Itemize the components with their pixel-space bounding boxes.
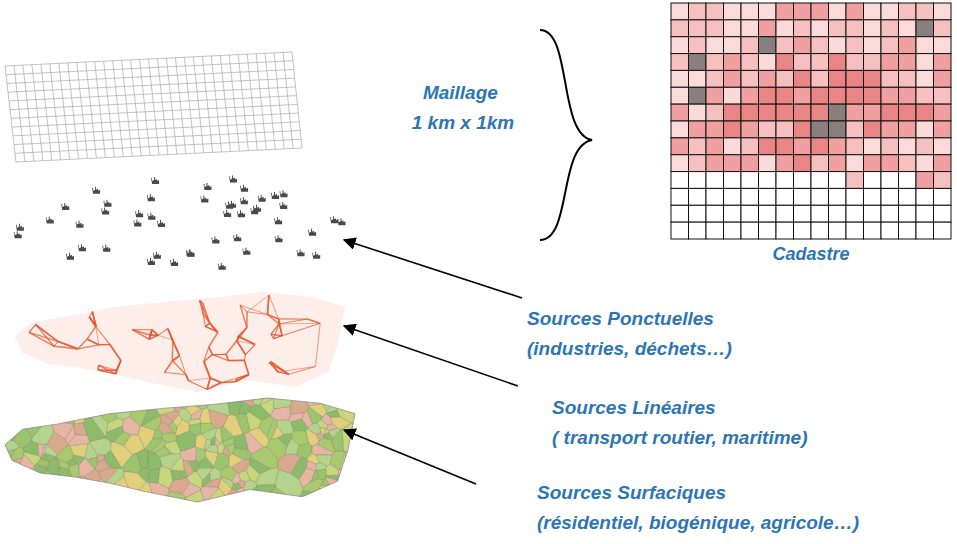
linear-sources-layer — [15, 292, 345, 392]
point-sources-layer — [14, 175, 346, 269]
surface-sources-layer — [5, 398, 355, 502]
leader-arrow — [344, 430, 476, 484]
cadastre-grid — [670, 2, 952, 240]
mesh-label: Maillage 1 km x 1km — [412, 78, 514, 138]
grid-map: Cadastre — [670, 2, 952, 265]
source-label: Sources Surfaciques (résidentiel, biogén… — [537, 478, 859, 538]
leader-arrow — [344, 326, 518, 386]
leader-arrow — [344, 240, 522, 298]
map-caption: Cadastre — [670, 244, 952, 265]
brace — [540, 30, 592, 240]
mesh-layer — [5, 52, 302, 162]
source-label: Sources Ponctuelles (industries, déchets… — [527, 304, 732, 364]
source-label: Sources Linéaires ( transport routier, m… — [552, 393, 808, 453]
